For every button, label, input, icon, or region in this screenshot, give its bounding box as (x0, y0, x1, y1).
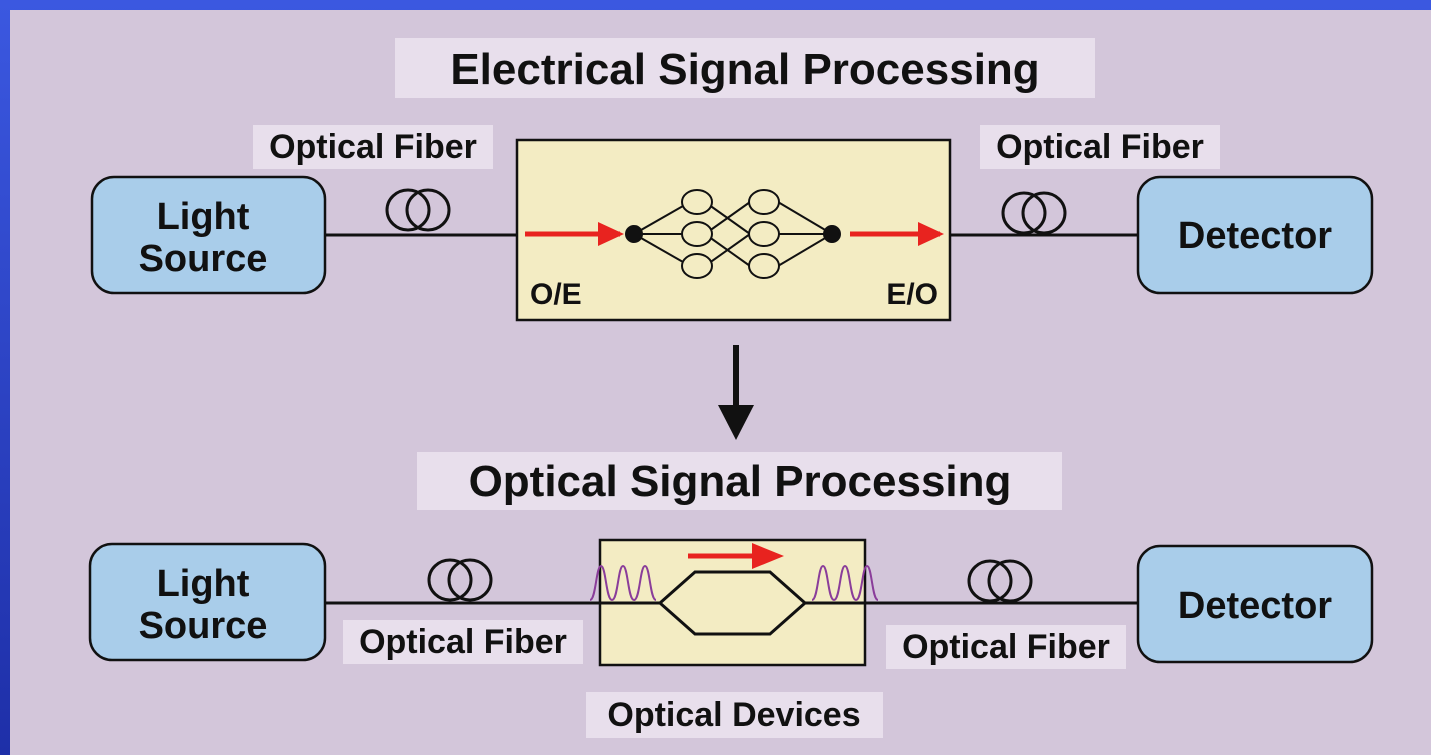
top-light-source-line2: Source (139, 238, 268, 280)
top-fiber-left-highlight (253, 125, 493, 169)
red-arrow-head (752, 543, 784, 569)
eo-label: E/O (886, 278, 938, 311)
top-light-source-line1: Light (157, 196, 250, 238)
top-fiber-right-highlight (980, 125, 1220, 169)
top-title: Electrical Signal Processing (450, 45, 1039, 94)
top-title-highlight (395, 38, 1095, 98)
pulse-icon (589, 564, 657, 602)
top-detector-box (1136, 175, 1374, 295)
interferometer-icon (600, 570, 865, 636)
bottom-light-source-line2: Source (139, 605, 268, 647)
top-detector-label: Detector (1178, 215, 1332, 257)
down-arrow-icon (718, 345, 754, 440)
bottom-title-highlight (417, 452, 1062, 510)
pulse-icon (811, 564, 879, 602)
bottom-title: Optical Signal Processing (469, 457, 1012, 506)
top-fiber-left-label: Optical Fiber (269, 128, 477, 166)
optical-devices-label: Optical Devices (607, 696, 860, 734)
electrical-processor-box (515, 138, 952, 322)
bottom-fiber-right-label: Optical Fiber (902, 628, 1110, 666)
red-arrow-head (918, 222, 944, 246)
top-light-source-box (90, 175, 327, 295)
fiber-coil-icon (967, 559, 1033, 603)
bottom-detector-box (1136, 544, 1374, 664)
bottom-fiber-left-highlight (343, 620, 583, 664)
top-fiber-right-label: Optical Fiber (996, 128, 1204, 166)
network-icon (625, 189, 841, 279)
red-arrow-head (598, 222, 624, 246)
bottom-light-source-box (88, 542, 327, 662)
bottom-fiber-left-label: Optical Fiber (359, 623, 567, 661)
fiber-coil-icon (427, 558, 493, 602)
fiber-coil-icon (385, 188, 451, 232)
bottom-light-source-line1: Light (157, 563, 250, 605)
fiber-coil-icon (1001, 191, 1067, 235)
optical-devices-highlight (586, 692, 883, 738)
oe-label: O/E (530, 278, 582, 311)
bottom-detector-label: Detector (1178, 585, 1332, 627)
bottom-fiber-right-highlight (886, 625, 1126, 669)
